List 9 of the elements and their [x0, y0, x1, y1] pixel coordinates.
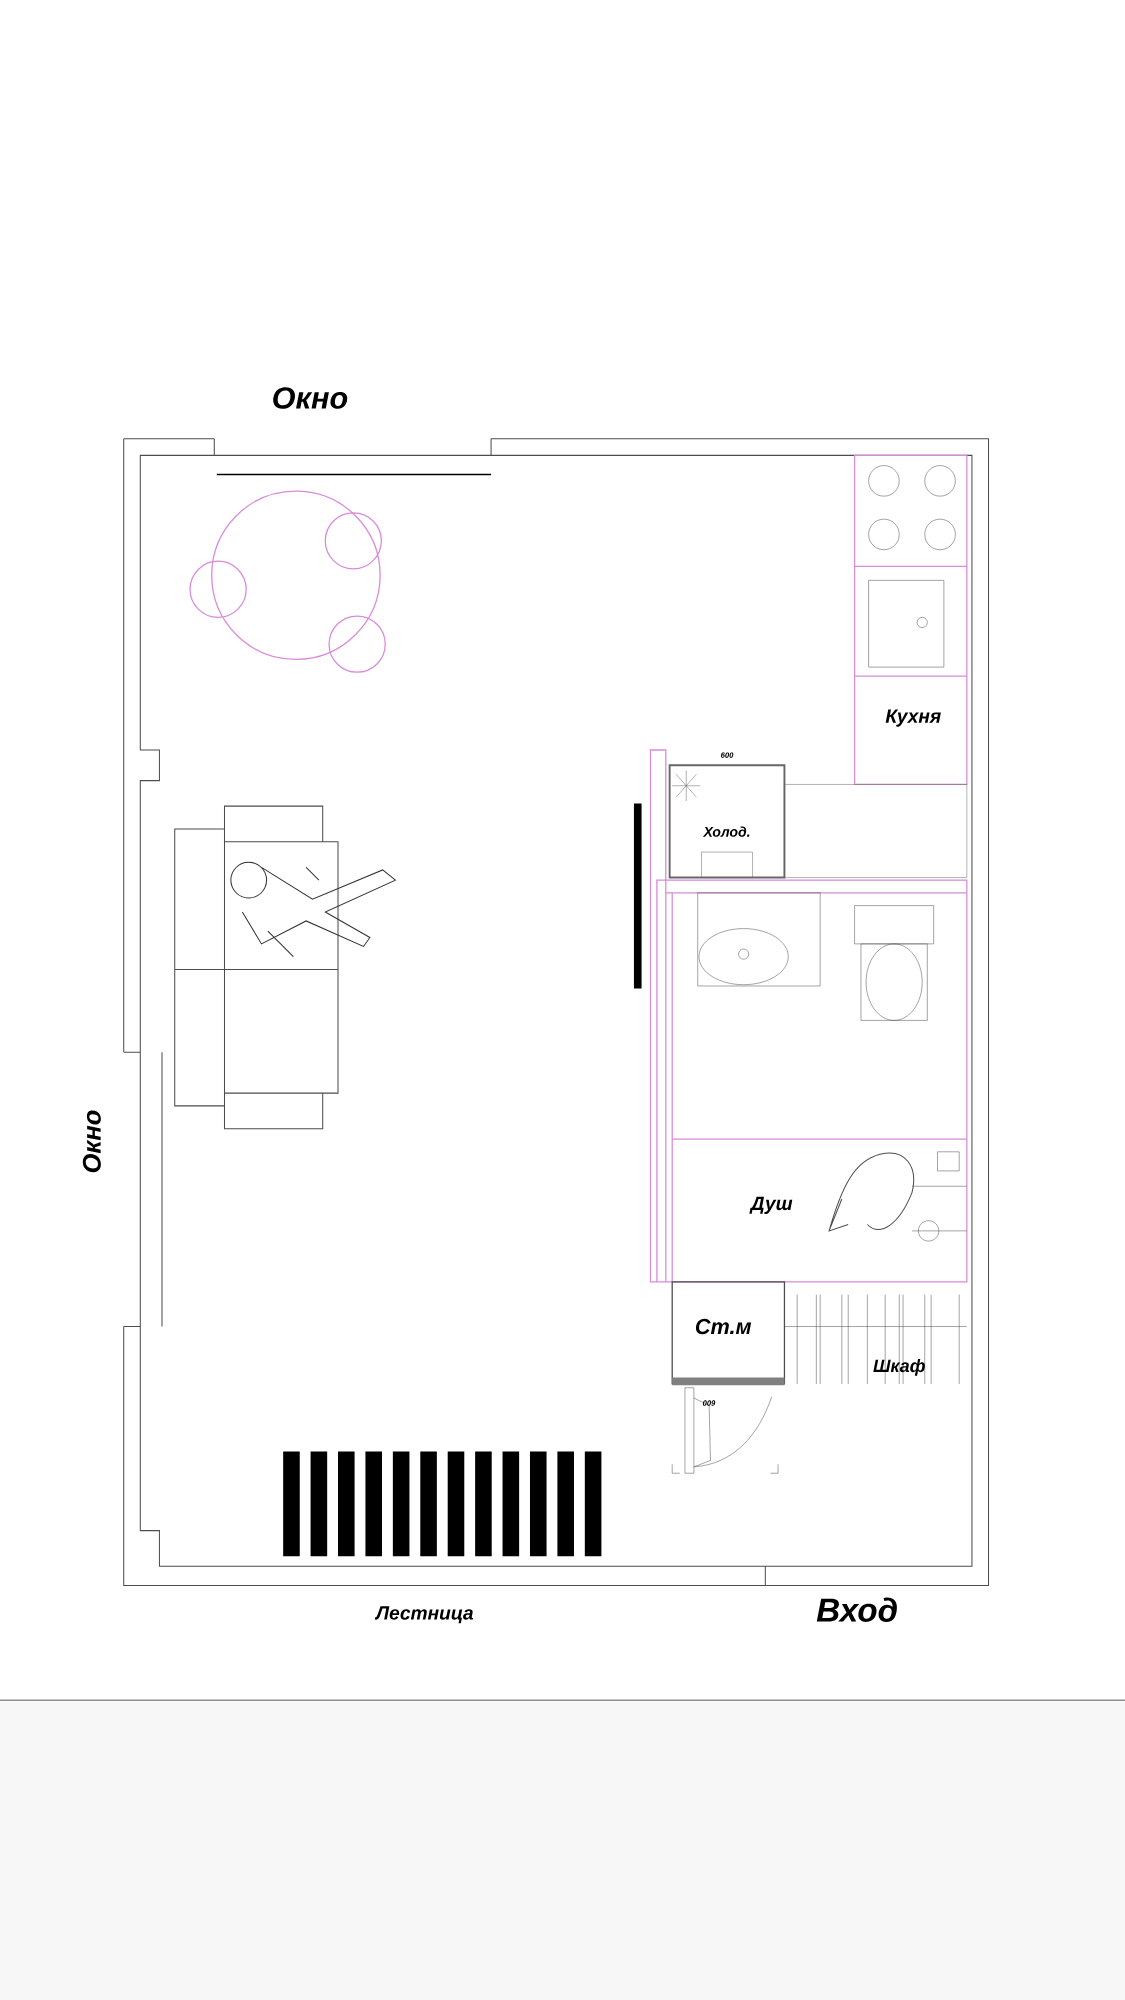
- room-label: Ст.м: [695, 1318, 752, 1335]
- window-label: Окно: [273, 387, 348, 409]
- room-label: Холод.: [702, 826, 750, 837]
- room-label: Душ: [749, 1196, 793, 1214]
- entrance-label: Вход: [816, 1597, 897, 1622]
- window-label: Окно: [82, 1110, 101, 1173]
- stair-label: Лестница: [374, 1606, 474, 1624]
- room-label: Кухня: [885, 709, 941, 727]
- room-label: Шкаф: [873, 1359, 925, 1376]
